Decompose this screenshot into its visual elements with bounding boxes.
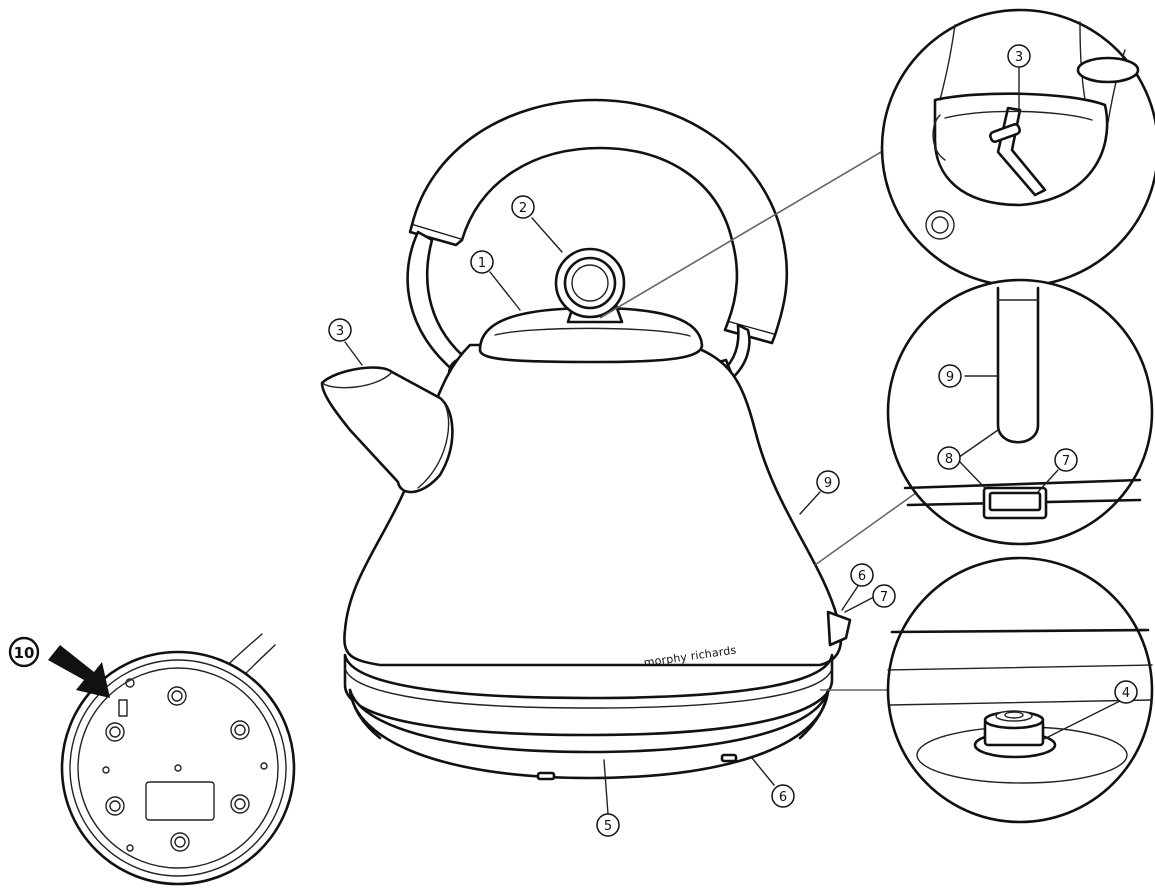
svg-text:7: 7	[1062, 454, 1070, 469]
arrow-icon	[48, 645, 110, 698]
detail-water-window	[886, 278, 1154, 546]
svg-text:4: 4	[1122, 686, 1130, 701]
callout-3-spout: 3	[328, 318, 352, 342]
callout-3-detail: 3	[1007, 44, 1031, 113]
svg-text:10: 10	[14, 644, 35, 662]
kettle-handle	[410, 98, 789, 337]
callout-7-side: 7	[872, 584, 896, 608]
svg-text:6: 6	[858, 569, 866, 584]
kettle-illustration: morphy richards	[320, 98, 852, 781]
detail-base-connector	[886, 556, 1154, 824]
kettle-lid	[478, 306, 704, 364]
callout-9-side: 9	[816, 470, 840, 494]
svg-text:3: 3	[336, 324, 344, 339]
callout-1: 1	[470, 250, 494, 274]
svg-text:7: 7	[880, 590, 888, 605]
callout-9-detail: 9	[938, 364, 962, 388]
svg-text:9: 9	[824, 476, 832, 491]
callout-4: 4	[1114, 680, 1138, 704]
callout-6-base: 6	[771, 784, 795, 808]
lid-knob	[554, 247, 626, 324]
svg-text:8: 8	[945, 452, 953, 467]
leader-lines	[344, 141, 921, 815]
callout-10: 10	[8, 636, 40, 668]
power-switch	[826, 610, 852, 647]
callout-2: 2	[511, 195, 535, 219]
callout-7-detail: 7	[1054, 448, 1078, 472]
base-underside	[48, 633, 296, 886]
callout-6-side: 6	[850, 563, 874, 587]
detail-filter	[880, 8, 1155, 288]
callout-8: 8	[937, 446, 961, 470]
svg-text:2: 2	[519, 201, 527, 216]
callout-5: 5	[596, 813, 620, 837]
svg-text:6: 6	[779, 790, 787, 805]
kettle-spout	[320, 366, 454, 494]
kettle-base-ring	[343, 653, 834, 737]
svg-text:1: 1	[478, 256, 486, 271]
svg-text:9: 9	[946, 370, 954, 385]
svg-text:3: 3	[1015, 50, 1023, 65]
svg-text:5: 5	[604, 819, 612, 834]
